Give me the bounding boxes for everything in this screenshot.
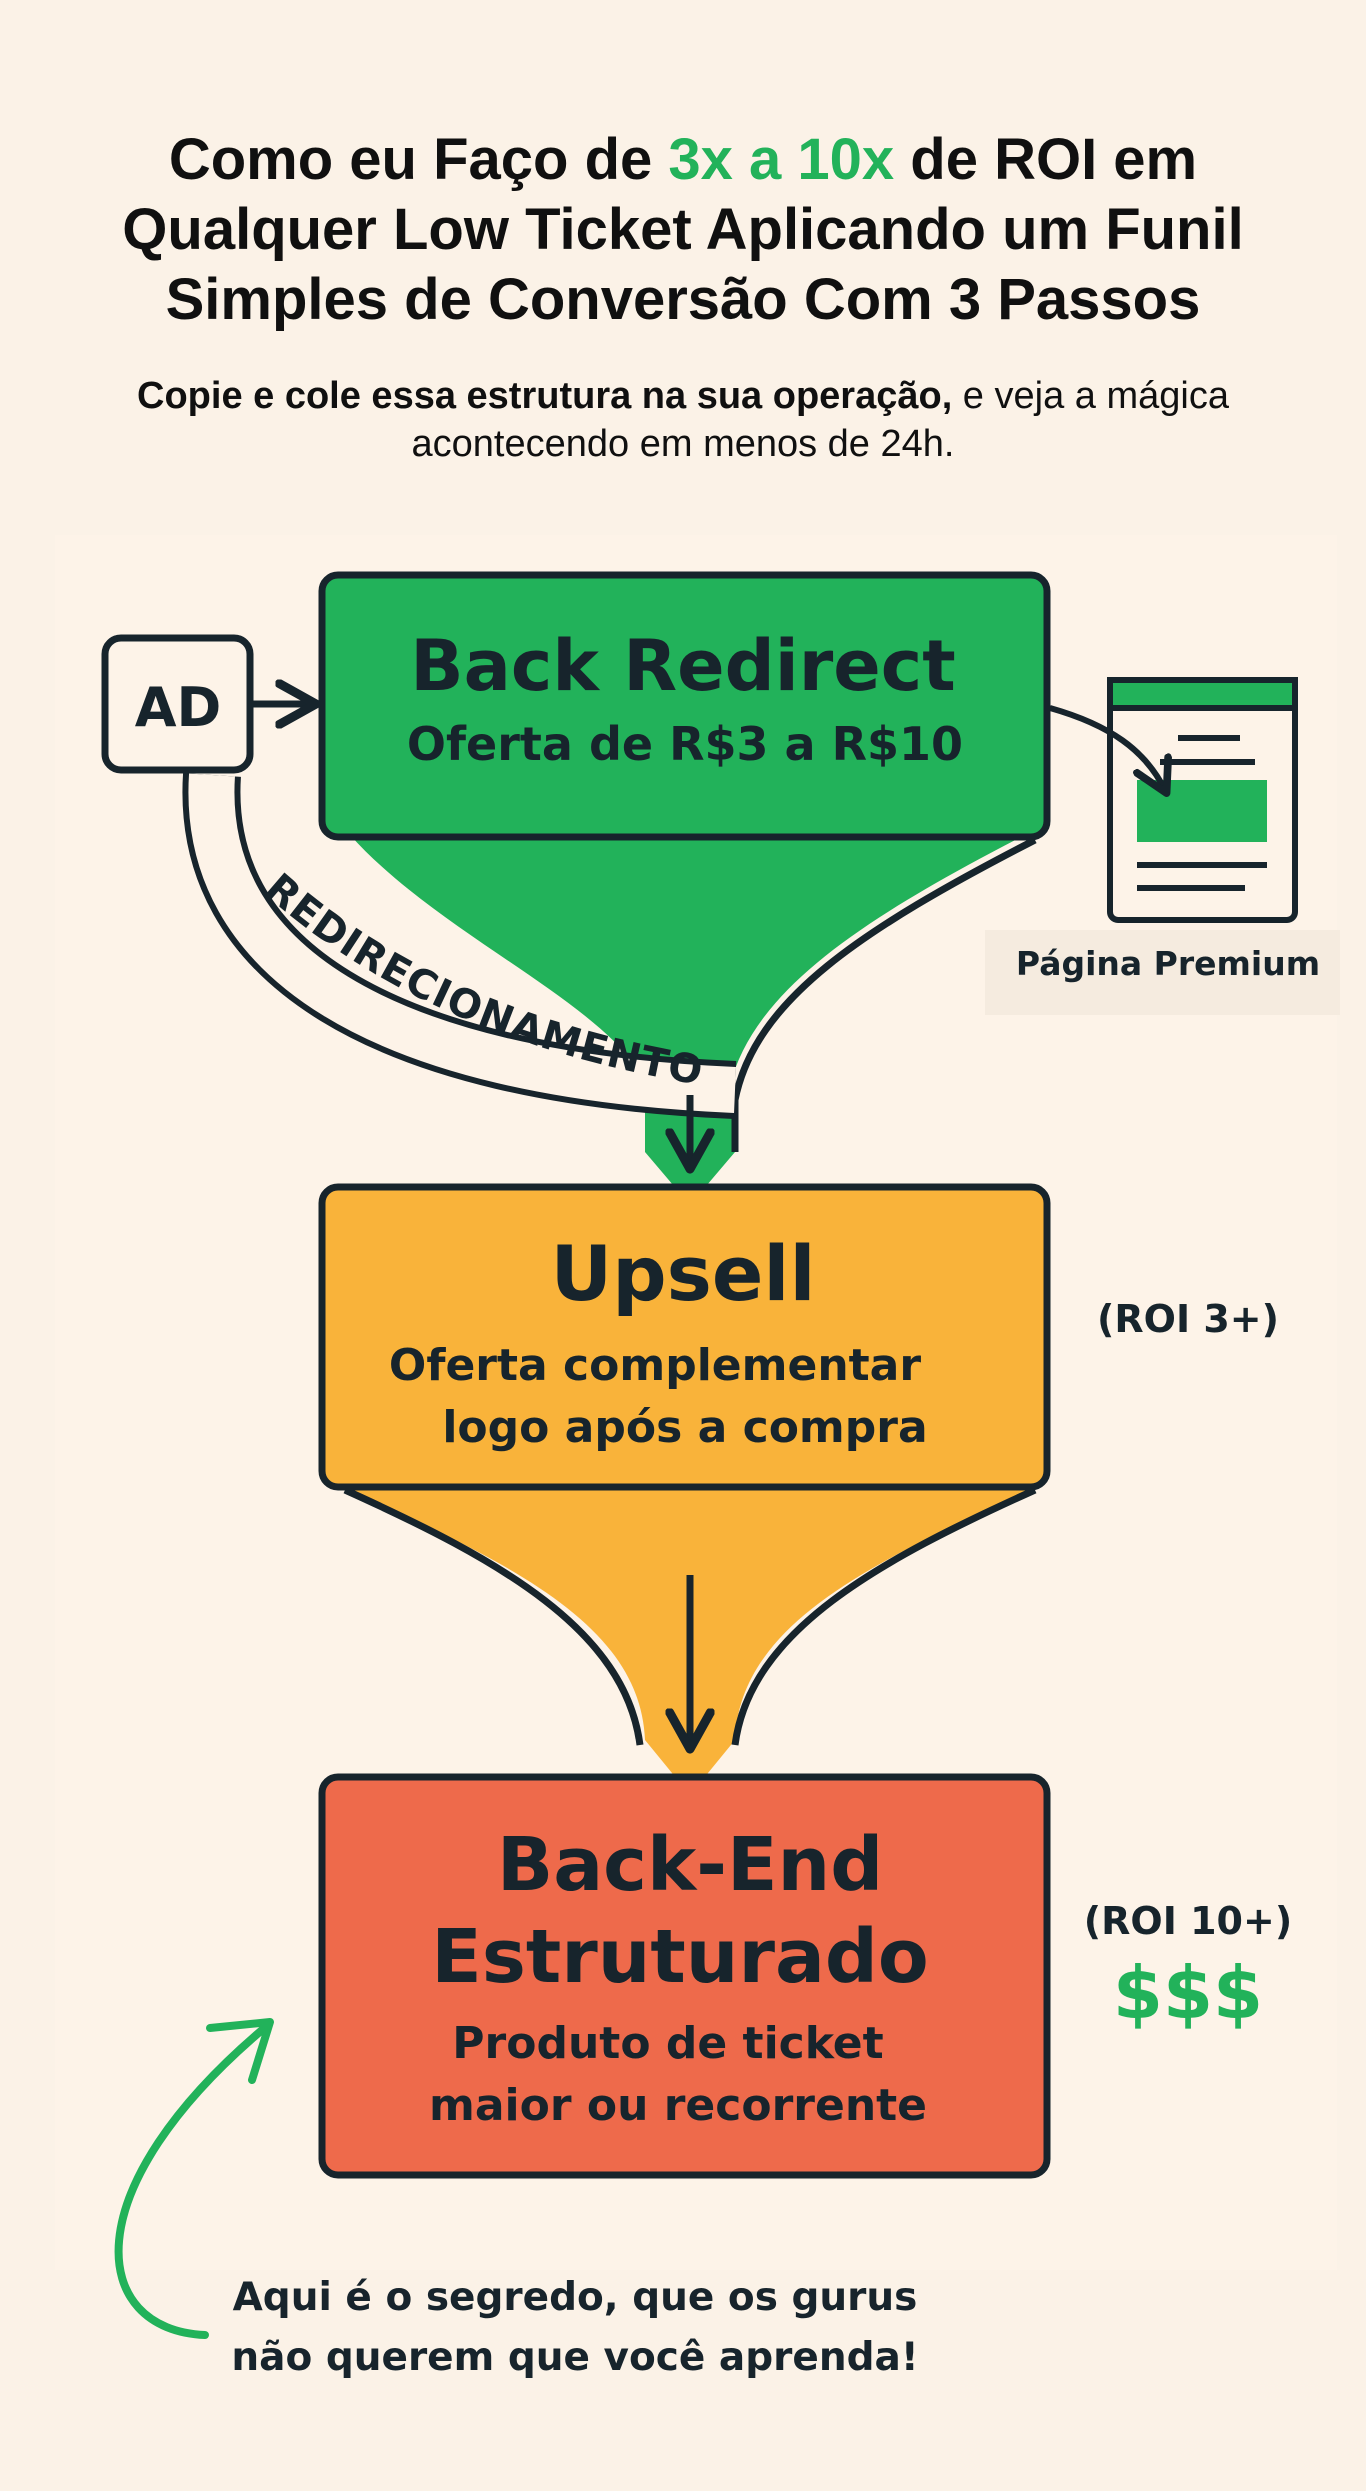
back-redirect-box — [318, 571, 1051, 841]
back-end-title-line1: Back-End — [497, 1822, 883, 1908]
secret-arrow-head — [206, 2018, 274, 2084]
secret-text-line1: Aqui é o segredo, que os gurus — [233, 2275, 918, 2320]
secret-arrow — [114, 2021, 272, 2339]
subtitle-bold: Copie e cole essa estrutura na sua opera… — [137, 375, 953, 417]
page-subtitle: Copie e cole essa estrutura na sua opera… — [120, 372, 1246, 468]
back-end-desc-line1: Produto de ticket — [452, 2018, 883, 2069]
title-highlight: 3x a 10x — [668, 127, 895, 192]
page-title: Como eu Faço de 3x a 10x de ROI em Qualq… — [122, 127, 1244, 332]
premium-label: Página Premium — [1016, 944, 1320, 983]
back-redirect-desc: Oferta de R$3 a R$10 — [407, 717, 963, 771]
upsell-box — [318, 1183, 1051, 1491]
premium-image-icon — [1137, 780, 1267, 842]
back-redirect-title: Back Redirect — [410, 625, 955, 707]
secret-text-line2: não querem que você aprenda! — [231, 2335, 918, 2380]
premium-arrow — [1049, 705, 1165, 790]
green-funnel-outline-right — [731, 836, 1037, 1152]
upsell-desc-line1: Oferta complementar — [389, 1340, 921, 1391]
green-funnel-shape — [350, 835, 1025, 1205]
back-end-title-line2: Estruturado — [431, 1914, 928, 2000]
upsell-roi: (ROI 3+) — [1097, 1297, 1279, 1341]
ad-label: AD — [135, 676, 222, 739]
money-symbol: $$$ — [1113, 1951, 1263, 2035]
upsell-desc-line2: logo após a compra — [442, 1402, 927, 1453]
upsell-title: Upsell — [551, 1229, 816, 1318]
back-end-desc-line2: maior ou recorrente — [429, 2080, 927, 2131]
back-end-box — [318, 1773, 1051, 2179]
back-end-roi: (ROI 10+) — [1084, 1899, 1292, 1943]
ad-box — [101, 634, 254, 774]
subtitle-rest: e veja a mágica acontecendo em menos de … — [411, 375, 1229, 465]
premium-page-card — [985, 930, 1340, 1015]
